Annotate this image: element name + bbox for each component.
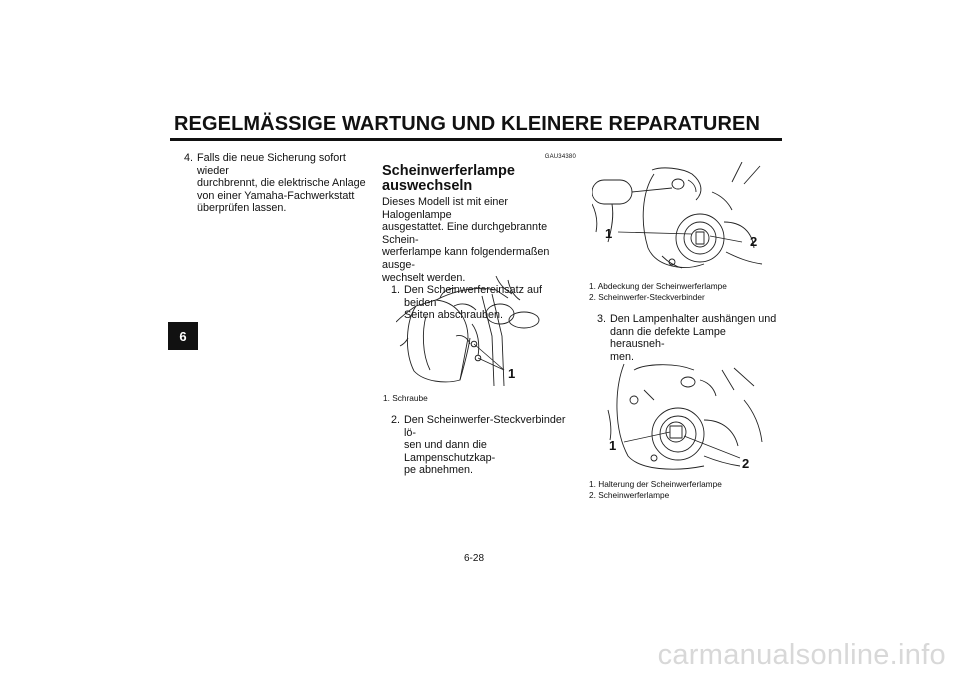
text-line: pe abnehmen. bbox=[404, 464, 474, 477]
step-number: 4. bbox=[184, 152, 194, 164]
intro-paragraph: Dieses Modell ist mit einer Halogenlampe… bbox=[382, 196, 576, 284]
step-text: Den Scheinwerfer-Steckverbinder lö- sen … bbox=[404, 414, 577, 477]
step-number: 1. bbox=[391, 284, 401, 297]
page-header-title: REGELMÄSSIGE WARTUNG UND KLEINERE REPARA… bbox=[174, 113, 761, 135]
caption-line: 1. Schraube bbox=[383, 393, 428, 403]
figure-caption: 1. Halterung der Scheinwerferlampe 2. Sc… bbox=[589, 479, 783, 501]
step-3: 3. Den Lampenhalter aushängen und dann d… bbox=[597, 313, 783, 363]
text-line: werferlampe kann folgendermaßen ausge- bbox=[382, 246, 550, 271]
caption-line: 2. Scheinwerferlampe bbox=[589, 490, 670, 501]
text-line: Seiten abschrauben. bbox=[404, 309, 504, 322]
step-4: 4. Falls die neue Sicherung sofort wiede… bbox=[184, 152, 372, 215]
figure-callout-1: 1 bbox=[609, 438, 617, 453]
title-line: auswechseln bbox=[382, 178, 473, 194]
figure-headlight-screws bbox=[395, 275, 546, 387]
header-rule bbox=[170, 138, 782, 141]
middle-column-step2: 2. Den Scheinwerfer-Steckverbinder lö- s… bbox=[391, 414, 577, 477]
left-column: 4. Falls die neue Sicherung sofort wiede… bbox=[184, 152, 372, 215]
bulb-cover-illustration bbox=[591, 161, 763, 269]
figure-callout-1: 1 bbox=[605, 226, 613, 241]
text-line: Den Scheinwerfereinsatz auf beiden bbox=[404, 284, 543, 309]
step-2: 2. Den Scheinwerfer-Steckverbinder lö- s… bbox=[391, 414, 577, 477]
text-line: von einer Yamaha-Fachwerkstatt bbox=[197, 189, 355, 202]
figure-callout-2: 2 bbox=[742, 456, 750, 471]
step-text: Falls die neue Sicherung sofort wieder d… bbox=[197, 152, 372, 215]
middle-column: GAU34380 Scheinwerferlampe auswechseln D… bbox=[382, 153, 576, 322]
text-line: ausgestattet. Eine durchgebrannte Schein… bbox=[382, 221, 548, 246]
text-line: wechselt werden. bbox=[382, 271, 466, 284]
document-code: GAU34380 bbox=[544, 154, 576, 160]
text-line: überprüfen lassen. bbox=[197, 202, 287, 215]
step-number: 3. bbox=[597, 313, 607, 325]
caption-line: 2. Scheinwerfer-Steckverbinder bbox=[589, 292, 705, 303]
figure-callout-2: 2 bbox=[750, 234, 758, 249]
right-column-step3: 3. Den Lampenhalter aushängen und dann d… bbox=[597, 313, 783, 363]
caption-line: 1. Abdeckung der Scheinwerferlampe bbox=[589, 281, 727, 291]
step-text: Den Scheinwerfereinsatz auf beiden Seite… bbox=[404, 284, 576, 322]
step-text: Den Lampenhalter aushängen und dann die … bbox=[610, 313, 783, 363]
headlight-screws-illustration bbox=[395, 275, 540, 387]
page-number: 6-28 bbox=[464, 553, 485, 564]
text-line: men. bbox=[610, 350, 635, 363]
section-title: Scheinwerferlampe auswechseln bbox=[382, 164, 576, 194]
figure-bulb-holder bbox=[604, 360, 772, 472]
figure-caption: 1. Schraube bbox=[383, 393, 577, 404]
step-number: 2. bbox=[391, 414, 401, 426]
title-line: Scheinwerferlampe bbox=[382, 163, 515, 179]
text-line: sen und dann die Lampenschutzkap- bbox=[404, 439, 496, 464]
chapter-tab: 6 bbox=[168, 322, 198, 350]
figure-bulb-cover bbox=[591, 161, 772, 276]
text-line: Dieses Modell ist mit einer Halogenlampe bbox=[382, 196, 509, 221]
bulb-holder-illustration bbox=[607, 363, 763, 470]
text-line: durchbrennt, die elektrische Anlage bbox=[197, 177, 366, 190]
text-line: Den Lampenhalter aushängen und bbox=[610, 313, 777, 325]
text-line: Den Scheinwerfer-Steckverbinder lö- bbox=[404, 414, 566, 439]
text-line: Falls die neue Sicherung sofort wieder bbox=[197, 152, 346, 177]
figure-callout: 1 bbox=[508, 366, 516, 381]
step-1: 1. Den Scheinwerfereinsatz auf beiden Se… bbox=[382, 284, 576, 322]
text-line: dann die defekte Lampe herausneh- bbox=[610, 325, 726, 351]
caption-line: 1. Halterung der Scheinwerferlampe bbox=[589, 479, 722, 489]
watermark: carmanualsonline.info bbox=[657, 639, 946, 671]
figure-caption: 1. Abdeckung der Scheinwerferlampe 2. Sc… bbox=[589, 281, 783, 303]
